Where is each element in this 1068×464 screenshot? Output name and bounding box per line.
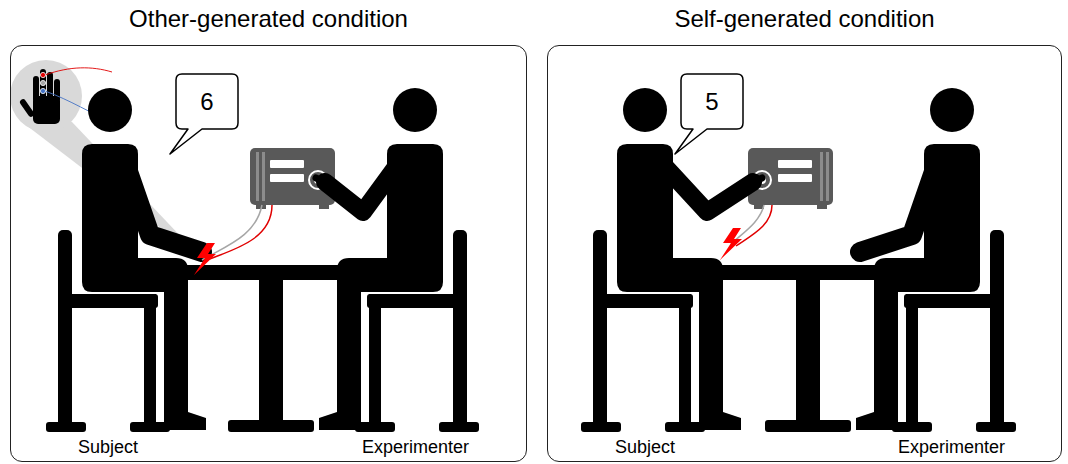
pressing-finger <box>753 178 762 182</box>
panel-title: Self-generated condition <box>528 4 1068 34</box>
person-icon <box>319 88 443 430</box>
hand-finger <box>33 76 39 102</box>
device-ridge <box>262 152 265 201</box>
person-arm <box>659 160 753 212</box>
person-label: Experimenter <box>898 436 1005 458</box>
bubble-outline <box>675 74 743 154</box>
pressing-finger <box>316 178 325 182</box>
stimulator-device <box>250 148 335 209</box>
person-arm <box>325 160 401 212</box>
electrode-dot <box>40 88 45 93</box>
bubble-outline <box>170 74 238 154</box>
device-slot <box>270 174 304 182</box>
stimulus-wire <box>736 205 772 246</box>
panel-title: Other-generated condition <box>0 4 546 34</box>
table <box>180 265 362 432</box>
subject-figure <box>581 88 762 432</box>
person-arm <box>124 160 202 252</box>
device-slot <box>270 160 304 168</box>
shock-bolt <box>720 228 742 260</box>
hand-finger <box>47 72 53 102</box>
device-foot <box>817 205 827 209</box>
spoken-number: 6 <box>176 74 238 129</box>
device-foot <box>319 205 329 209</box>
spoken-number: 5 <box>681 74 743 129</box>
electrode-dot <box>40 72 45 77</box>
shock-bolt <box>194 243 216 275</box>
hand-finger <box>40 69 46 102</box>
experimenter-figure <box>316 88 479 432</box>
hand-thumb <box>19 98 35 118</box>
device-ridge <box>820 152 823 201</box>
table-top <box>180 265 362 280</box>
speech-bubble: 5 <box>681 74 743 129</box>
electrode-wire <box>45 68 112 75</box>
experimenter-figure <box>856 88 1016 432</box>
table-base <box>765 420 851 432</box>
condition-panel: Self-generated condition5 <box>547 45 1062 462</box>
device-slot <box>778 160 812 168</box>
device-body <box>748 148 833 205</box>
stimulus-wire <box>731 205 764 244</box>
electrode-dot <box>40 80 45 85</box>
stimulus-wire <box>202 205 262 260</box>
person-icon <box>617 88 741 430</box>
stimulator-device <box>748 148 833 209</box>
condition-panel: Other-generated condition6 <box>10 45 527 462</box>
magnifier-circle <box>10 60 82 132</box>
person-label: Subject <box>78 436 138 458</box>
speech-bubble: 6 <box>176 74 238 129</box>
table-pedestal <box>796 278 820 424</box>
table-base <box>228 420 314 432</box>
person-icon <box>856 88 980 430</box>
table <box>717 265 899 432</box>
person-label: Experimenter <box>362 436 469 458</box>
table-top <box>717 265 899 280</box>
device-slot <box>778 174 812 182</box>
hand-finger <box>54 79 60 102</box>
table-pedestal <box>259 278 283 424</box>
person-label: Subject <box>615 436 675 458</box>
person-arm <box>860 160 938 252</box>
device-ridge <box>826 152 829 201</box>
device-ridge <box>256 152 259 201</box>
